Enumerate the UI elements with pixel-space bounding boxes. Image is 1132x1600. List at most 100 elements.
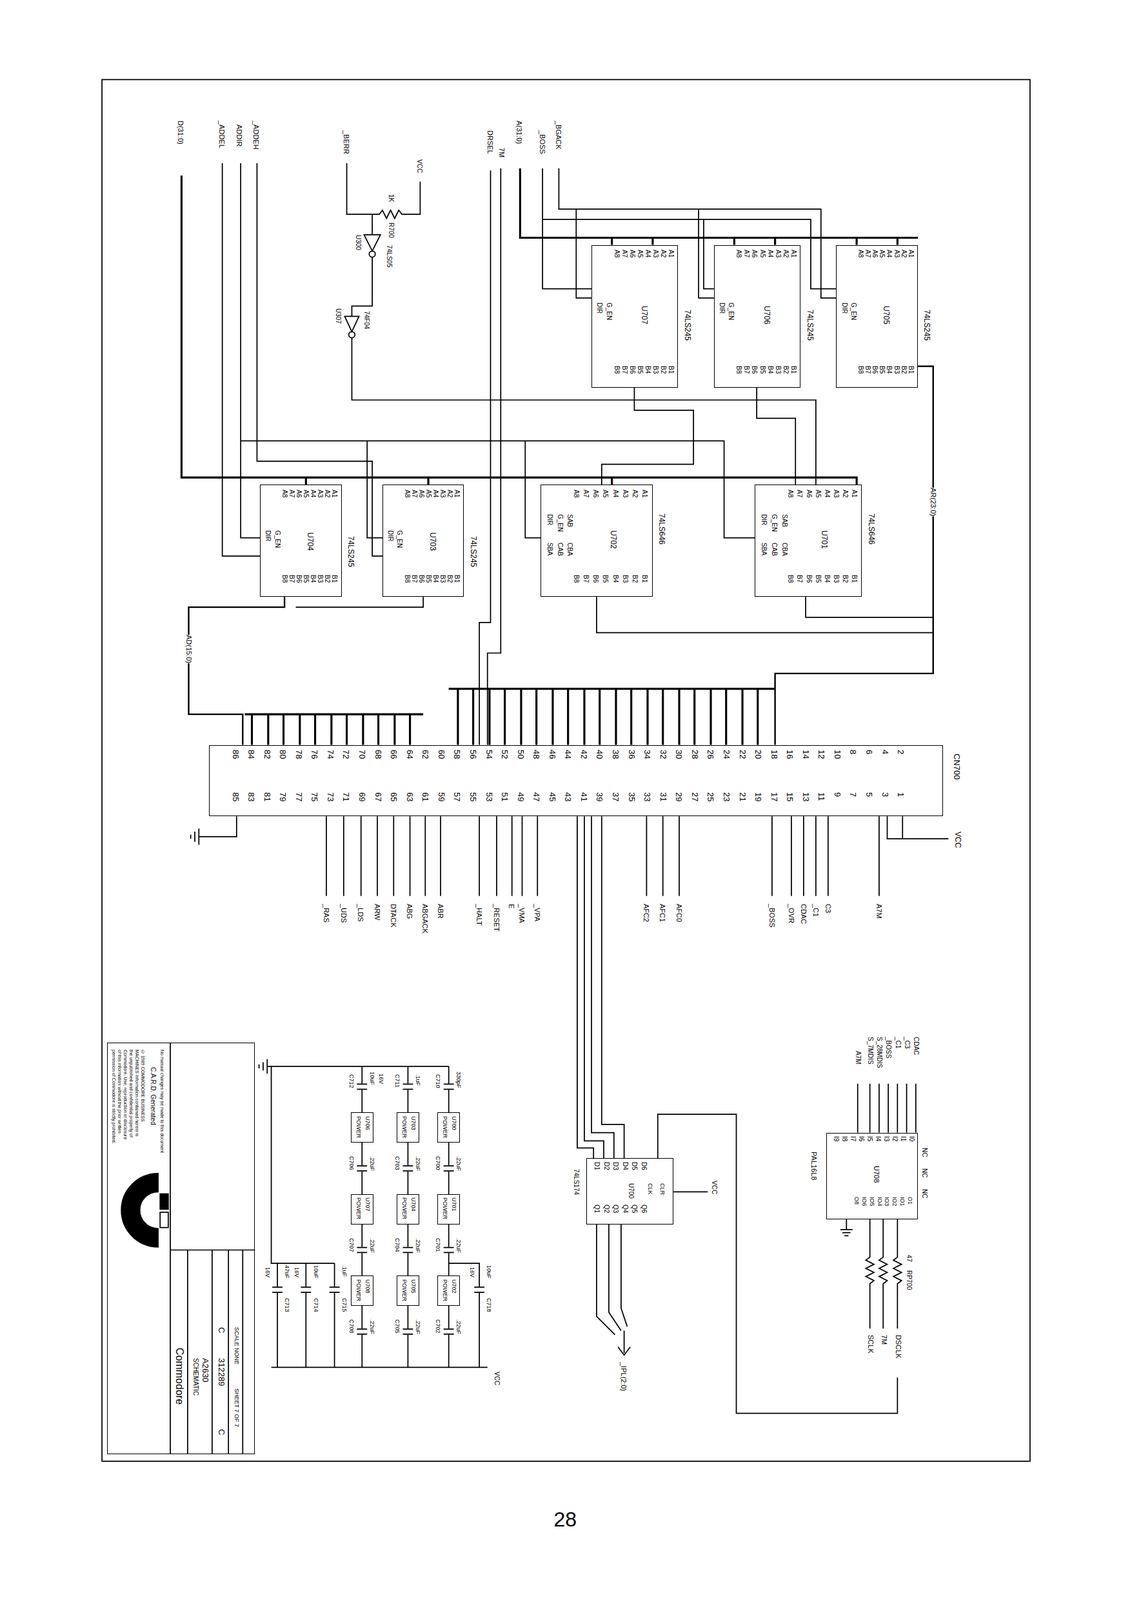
signal-label: 7M	[497, 147, 506, 158]
part-number: PAL16L8	[810, 1151, 818, 1180]
signal-label: DSCLK	[894, 1334, 903, 1359]
pin-names: A1 A2 A3 A4 A5 A6 A7 A8	[785, 489, 858, 508]
signal-label: VCC	[416, 159, 424, 173]
signal-label: S_28MDIS	[875, 1036, 884, 1068]
component-label: 10uF	[485, 1264, 493, 1279]
power-box: U700POWER	[437, 1112, 460, 1143]
ref-designator: U708	[363, 1279, 371, 1294]
component-label: C714	[312, 1297, 319, 1312]
signal-label: VCC	[953, 831, 962, 848]
pin-name: DIR	[841, 302, 849, 314]
bus-wire	[519, 168, 918, 246]
ref-designator: U704	[305, 532, 315, 551]
ic-chip: 74LS245U704A1 A2 A3 A4 A5 A6 A7 A8B1 B2 …	[259, 484, 342, 597]
control-wire	[240, 163, 755, 538]
power-note: POWER	[400, 1197, 408, 1220]
power-box: U702POWER	[437, 1275, 460, 1306]
signal-label: ARW	[373, 903, 382, 920]
signal-label: _OVR	[787, 903, 796, 924]
pin-names: B1 B2 B3 B4 B5 B6 B7 B8	[734, 365, 797, 384]
ref-designator: U706	[762, 305, 771, 325]
pin-numbers: 1 3 5 7 9 11 13 15 17 19 21 23 25 27 29 …	[227, 792, 909, 813]
edge-connector: CN7002 4 6 8 10 12 14 16 18 20 22 24 26 …	[208, 744, 944, 817]
signal-label: DTACK	[389, 903, 398, 927]
component-label: C712	[347, 1073, 355, 1089]
ref-designator: U708	[872, 1165, 881, 1183]
signal-wire	[577, 815, 625, 1158]
signal-label: _RAS	[322, 903, 331, 923]
signal-label: _VPA	[533, 903, 542, 922]
note-text: No manual changes may be made to this do…	[159, 1049, 166, 1153]
ic-chip: 74LS174U700D6 D5 D4 D3 D2 D1Q6 Q5 Q4 Q3 …	[586, 1157, 673, 1225]
ic-chip: 74LS245U707A1 A2 A3 A4 A5 A6 A7 A8B1 B2 …	[591, 245, 678, 388]
inverter-symbol	[344, 316, 359, 332]
ref-designator: U704	[409, 1197, 417, 1212]
pin-name: G_EN	[396, 530, 404, 548]
component-label: C704	[393, 1237, 400, 1252]
inverter-bubble	[368, 250, 375, 257]
ref-designator: U705	[409, 1279, 417, 1294]
drawing-title: SCHEMATIC	[192, 1357, 200, 1396]
power-note: POWER	[400, 1279, 408, 1301]
bus-label: AD(15:0)	[185, 634, 193, 664]
component-label: VCC	[493, 1371, 501, 1385]
component-label: 330pF	[454, 1071, 462, 1089]
signal-label: ADDIR	[235, 124, 244, 147]
resistor-pack	[865, 1219, 902, 1329]
pin-names: B1 B2 B3 B4 B5 B6 B7 B8	[281, 574, 339, 593]
component-label: .22uF	[414, 1237, 421, 1253]
company-logo	[159, 1211, 169, 1228]
part-number: 74LS174	[572, 1168, 580, 1195]
ground-symbol	[840, 1219, 853, 1236]
capacitor-symbol	[328, 1286, 341, 1292]
pin-names: B1 B2 B3 B4 B5 B6 B7 B8	[785, 574, 858, 593]
page-number: 28	[554, 1508, 578, 1531]
signal-label: U307	[334, 308, 342, 324]
signal-label: D(31:0)	[176, 120, 185, 145]
component-label: .22uF	[454, 1319, 462, 1334]
component-label: .1uF	[414, 1073, 421, 1086]
signal-label: S_7MDIS	[866, 1036, 874, 1065]
signal-label: RP700	[905, 1270, 913, 1291]
signal-label: _ADDEH	[252, 120, 260, 150]
signal-label: A7M	[875, 903, 884, 919]
pin-names: A1 A2 A3 A4 A5 A6 A7 A8	[281, 489, 339, 508]
control-wire	[222, 163, 261, 557]
ref-designator: U707	[639, 305, 649, 325]
signal-label: 74LS05	[385, 245, 393, 268]
part-number: 74LS245	[922, 309, 931, 341]
signal-label: SCLK	[866, 1334, 875, 1354]
ref-designator: CN700	[952, 753, 962, 780]
pin-name: SBA	[546, 542, 554, 556]
component-label: .22uF	[368, 1155, 375, 1171]
pin-names: O1 IO1 IO2 IO3 IO4 IO5 IO6 O8	[852, 1196, 914, 1218]
ic-chip: 74LS245U703A1 A2 A3 A4 A5 A6 A7 A8B1 B2 …	[382, 484, 464, 597]
signal-wire	[857, 1083, 916, 1133]
capacitor-symbol	[442, 1164, 455, 1171]
component-label: 16V	[377, 1073, 384, 1084]
part-number: 74LS245	[468, 536, 478, 567]
signal-label: C3	[824, 903, 833, 913]
power-box: U707POWER	[350, 1193, 374, 1225]
power-box: U701POWER	[437, 1193, 460, 1225]
signal-label: AFC0	[675, 903, 684, 922]
capacitor-symbol	[356, 1083, 369, 1090]
signal-label: E	[507, 903, 516, 909]
pin-name: SAB	[566, 514, 574, 527]
pin-name: SAB	[781, 514, 789, 527]
signal-label: ABR	[436, 903, 445, 919]
signal-label: _LDS	[356, 903, 365, 922]
part-number: 74LS245	[346, 536, 355, 567]
pin-names: Q6 Q5 Q4 Q3 Q2 Q1	[592, 1204, 649, 1222]
bus-fanout	[244, 714, 424, 745]
pin-name: DIR	[595, 302, 604, 314]
ref-designator: U701	[450, 1197, 457, 1212]
signal-label: _HALT	[475, 903, 484, 925]
bus-wire	[296, 596, 934, 633]
capacitor-symbol	[356, 1328, 369, 1334]
bus-connector	[188, 596, 286, 745]
pin-names: I0 I1 I2 I3 I4 I5 I6 I7 I8 I9	[832, 1135, 916, 1156]
pin-names: A1 A2 A3 A4 A5 A6 A7 A8	[857, 249, 915, 268]
drawing-title: A2630	[200, 1357, 210, 1383]
